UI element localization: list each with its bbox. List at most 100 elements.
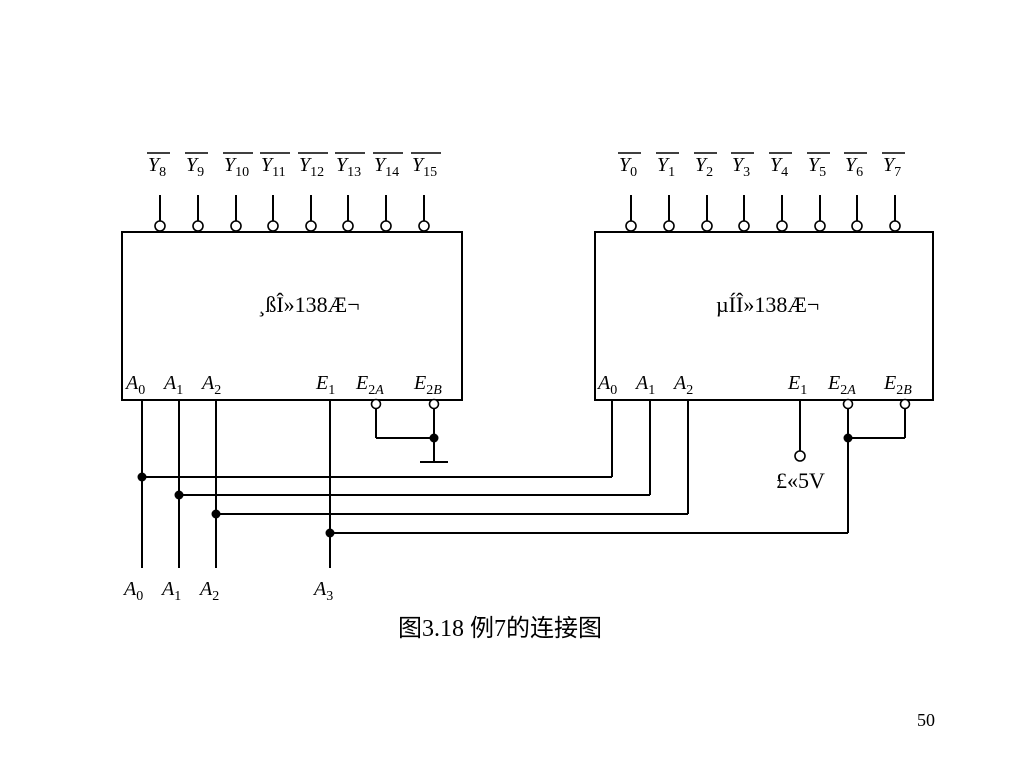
output-label-y15-subscript: 15 bbox=[423, 165, 437, 180]
output-label-y1: Y1 bbox=[657, 154, 675, 180]
output-label-y12: Y12 bbox=[299, 154, 324, 180]
input-label-e2b-subscript-letter: B bbox=[903, 383, 912, 398]
output-label-y2-letter: Y bbox=[695, 154, 708, 176]
output-pin-bubble bbox=[192, 220, 204, 232]
input-label-e1: E1 bbox=[787, 372, 807, 398]
output-pin-bubble bbox=[380, 220, 392, 232]
output-pin-bubble bbox=[267, 220, 279, 232]
input-label-e2a: E2A bbox=[355, 372, 384, 398]
input-label-a2: A2 bbox=[200, 372, 221, 398]
output-label-y15: Y15 bbox=[412, 154, 437, 180]
input-label-e2b-subscript: 2 bbox=[426, 383, 433, 398]
output-label-y3-letter: Y bbox=[732, 154, 745, 176]
input-label-e1-subscript: 1 bbox=[328, 383, 335, 398]
input-label-a2-letter: A bbox=[672, 372, 687, 394]
output-label-y11: Y11 bbox=[261, 154, 286, 180]
input-label-e2b-subscript-letter: B bbox=[433, 383, 442, 398]
output-label-y0-letter: Y bbox=[619, 154, 632, 176]
output-label-y9-subscript: 9 bbox=[197, 165, 204, 180]
output-pin-bubble bbox=[418, 220, 430, 232]
output-label-y14-subscript: 14 bbox=[385, 165, 399, 180]
input-label-e2a-subscript-letter: A bbox=[374, 383, 384, 398]
output-label-y10-subscript: 10 bbox=[235, 165, 249, 180]
output-label-y4: Y4 bbox=[770, 154, 788, 180]
output-label-y15-letter: Y bbox=[412, 154, 425, 176]
external-input-a1: A1 bbox=[160, 578, 181, 604]
output-pin-bubble bbox=[701, 220, 713, 232]
external-input-a1-subscript: 1 bbox=[174, 589, 181, 604]
output-label-y12-subscript: 12 bbox=[310, 165, 324, 180]
input-label-e1-subscript: 1 bbox=[800, 383, 807, 398]
output-label-y6-letter: Y bbox=[845, 154, 858, 176]
output-label-y6-subscript: 6 bbox=[856, 165, 863, 180]
output-label-y3-subscript: 3 bbox=[743, 165, 750, 180]
input-label-a1-subscript: 1 bbox=[648, 383, 655, 398]
output-label-y5-subscript: 5 bbox=[819, 165, 826, 180]
input-pin-bubble bbox=[370, 398, 382, 410]
external-input-a1-letter: A bbox=[160, 578, 175, 600]
wiring: £«5V bbox=[137, 400, 906, 568]
input-label-a0: A0 bbox=[596, 372, 617, 398]
input-label-a1: A1 bbox=[162, 372, 183, 398]
input-label-e2a-letter: E bbox=[827, 372, 840, 394]
output-label-y11-letter: Y bbox=[261, 154, 274, 176]
input-label-a2: A2 bbox=[672, 372, 693, 398]
input-pin-bubble bbox=[899, 398, 911, 410]
output-label-y0-subscript: 0 bbox=[630, 165, 637, 180]
output-label-y7: Y7 bbox=[883, 154, 901, 180]
output-label-y1-letter: Y bbox=[657, 154, 670, 176]
output-pin-bubble bbox=[625, 220, 637, 232]
output-label-y9-letter: Y bbox=[186, 154, 199, 176]
input-label-a2-subscript: 2 bbox=[686, 383, 693, 398]
output-label-y7-subscript: 7 bbox=[894, 165, 901, 180]
output-label-y8-letter: Y bbox=[148, 154, 161, 176]
junction-dot bbox=[211, 509, 221, 519]
input-label-a1-subscript: 1 bbox=[176, 383, 183, 398]
input-label-e2b-letter: E bbox=[413, 372, 426, 394]
low-chip-label: µÍÎ»138Æ¬ bbox=[716, 292, 819, 317]
input-pin-bubble bbox=[428, 398, 440, 410]
output-label-y5: Y5 bbox=[808, 154, 826, 180]
input-label-a1-letter: A bbox=[634, 372, 649, 394]
page-number: 50 bbox=[917, 710, 935, 730]
output-pin-bubble bbox=[851, 220, 863, 232]
output-label-y10-letter: Y bbox=[224, 154, 237, 176]
supply-label: £«5V bbox=[776, 468, 825, 493]
output-pin-bubble bbox=[663, 220, 675, 232]
input-label-e2b: E2B bbox=[413, 372, 442, 398]
output-label-y13-letter: Y bbox=[336, 154, 349, 176]
junction-dot bbox=[137, 472, 147, 482]
input-label-e2a: E2A bbox=[827, 372, 856, 398]
input-label-e1: E1 bbox=[315, 372, 335, 398]
output-label-y4-subscript: 4 bbox=[781, 165, 788, 180]
input-label-e2a-subscript: 2 bbox=[368, 383, 375, 398]
output-label-y0: Y0 bbox=[619, 154, 637, 180]
input-label-e2a-subscript-letter: A bbox=[846, 383, 856, 398]
output-label-y6: Y6 bbox=[845, 154, 863, 180]
output-label-y14: Y14 bbox=[374, 154, 399, 180]
input-label-e2a-subscript: 2 bbox=[840, 383, 847, 398]
junction-dot bbox=[325, 528, 335, 538]
output-label-y10: Y10 bbox=[224, 154, 249, 180]
high-chip-label: ¸ßÎ»138Æ¬ bbox=[258, 292, 360, 317]
input-label-a0: A0 bbox=[124, 372, 145, 398]
output-label-y11-subscript: 11 bbox=[272, 165, 285, 180]
junction-dot bbox=[843, 433, 853, 443]
output-label-y12-letter: Y bbox=[299, 154, 312, 176]
input-label-e2b: E2B bbox=[883, 372, 912, 398]
output-pin-bubble bbox=[305, 220, 317, 232]
output-label-y13-subscript: 13 bbox=[347, 165, 361, 180]
output-label-y8: Y8 bbox=[148, 154, 166, 180]
input-label-a2-letter: A bbox=[200, 372, 215, 394]
external-input-a3: A3 bbox=[312, 578, 333, 604]
input-label-a1: A1 bbox=[634, 372, 655, 398]
output-label-y14-letter: Y bbox=[374, 154, 387, 176]
input-label-a0-subscript: 0 bbox=[138, 383, 145, 398]
output-label-y2: Y2 bbox=[695, 154, 713, 180]
external-input-a2: A2 bbox=[198, 578, 219, 604]
